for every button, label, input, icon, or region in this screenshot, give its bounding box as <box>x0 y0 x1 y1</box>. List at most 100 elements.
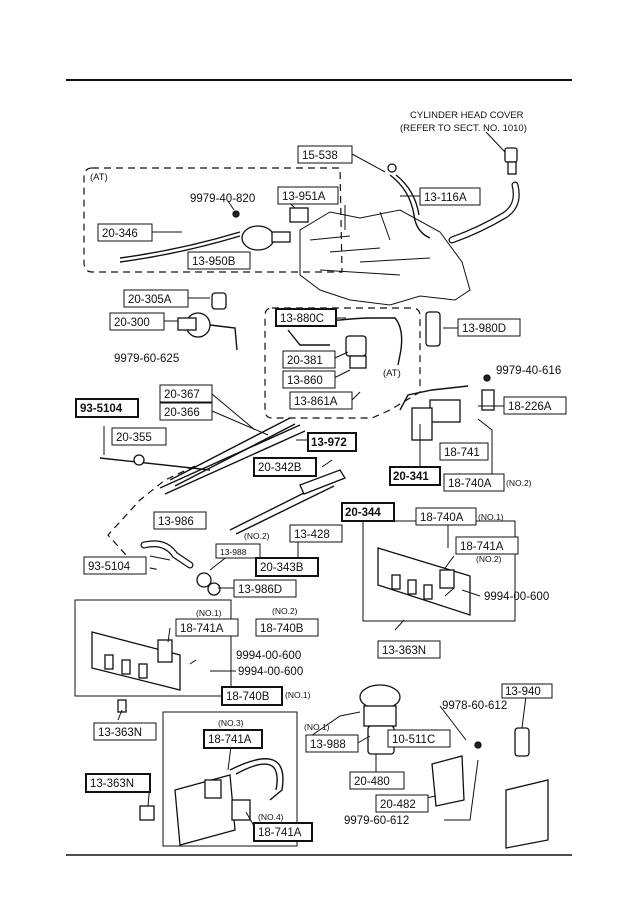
part-label-20-343b[interactable]: 20-343B <box>260 562 304 574</box>
label-box-18-740a-mid <box>415 507 477 526</box>
label-box-18-741a-right <box>455 536 519 555</box>
part-label-9994-00-600-a[interactable]: 9994-00-600 <box>236 650 301 662</box>
head-cover-note-line1: CYLINDER HEAD COVER <box>410 110 524 121</box>
part-label-18-740a-mid[interactable]: 18-740A <box>420 512 464 524</box>
part-label-9979-40-820[interactable]: 9979-40-820 <box>190 193 255 205</box>
label-box-18-741a-no3 <box>203 729 263 749</box>
part-label-18-741a-right[interactable]: 18-741A <box>460 541 504 553</box>
no2-hose-note: (NO.2) <box>244 531 270 541</box>
label-box-20-343b <box>255 557 319 577</box>
label-box-13-988-small <box>215 543 261 559</box>
part-label-13-116a[interactable]: 13-116A <box>424 192 467 204</box>
part-label-9979-40-616[interactable]: 9979-40-616 <box>496 365 561 377</box>
label-box-20-482 <box>375 794 429 813</box>
upper-solenoid <box>119 207 309 263</box>
label-box-20-305a <box>123 289 189 308</box>
label-box-18-741 <box>439 442 489 461</box>
part-label-9994-00-600-right[interactable]: 9994-00-600 <box>484 591 549 603</box>
part-label-20-342b[interactable]: 20-342B <box>258 462 302 474</box>
part-label-18-741a-no4[interactable]: 18-741A <box>258 827 302 839</box>
part-label-9994-00-600-b[interactable]: 9994-00-600 <box>238 666 303 678</box>
engine-sketch <box>299 205 471 306</box>
part-label-20-480[interactable]: 20-480 <box>354 776 390 788</box>
label-box-20-346 <box>97 223 153 242</box>
label-box-10-511c <box>387 729 451 748</box>
at-region-lower <box>264 307 421 419</box>
bracket-drawing-bottom <box>139 758 284 846</box>
part-label-20-355[interactable]: 20-355 <box>116 432 152 444</box>
label-box-13-363n-bot <box>85 773 151 793</box>
part-label-13-988-small[interactable]: 13-988 <box>220 547 247 557</box>
label-box-20-300 <box>109 312 165 331</box>
part-label-9978-60-612[interactable]: 9978-60-612 <box>442 700 507 712</box>
part-label-93-5104-top[interactable]: 93-5104 <box>80 403 123 415</box>
part-label-13-880c[interactable]: 13-880C <box>280 313 324 325</box>
part-label-20-366[interactable]: 20-366 <box>164 407 200 419</box>
purge-valve <box>177 292 238 351</box>
label-box-20-366 <box>159 402 213 421</box>
upper-vacuum-hose <box>387 163 431 239</box>
part-label-13-363n-bot[interactable]: 13-363N <box>90 778 134 790</box>
no3-note: (NO.3) <box>218 718 244 728</box>
label-box-13-951a <box>277 186 339 205</box>
label-box-18-740b-left <box>255 618 319 637</box>
label-box-13-860 <box>282 370 336 389</box>
at-region-upper <box>83 167 343 273</box>
part-label-13-972[interactable]: 13-972 <box>311 437 347 449</box>
label-box-13-363n-left <box>93 722 157 741</box>
label-box-13-861a <box>289 391 353 410</box>
part-label-9979-60-612[interactable]: 9979-60-612 <box>344 815 409 827</box>
part-label-18-741[interactable]: 18-741 <box>444 447 480 459</box>
part-label-13-950b[interactable]: 13-950B <box>192 256 236 268</box>
label-box-18-741a-left <box>175 618 239 637</box>
pipe-bundle <box>99 417 346 535</box>
part-label-13-861a[interactable]: 13-861A <box>294 396 338 408</box>
part-label-18-740b-left[interactable]: 18-740B <box>260 623 304 635</box>
part-note-18-740b-bot: (NO.1) <box>285 690 311 700</box>
part-label-20-367[interactable]: 20-367 <box>164 389 200 401</box>
part-label-13-986[interactable]: 13-986 <box>158 516 194 528</box>
part-label-20-305a[interactable]: 20-305A <box>128 294 172 306</box>
at-lower-label: (AT) <box>383 368 401 379</box>
part-label-13-951a[interactable]: 13-951A <box>282 191 326 203</box>
part-label-18-741a-left[interactable]: 18-741A <box>180 623 224 635</box>
label-box-20-381 <box>282 350 336 369</box>
part-label-13-428[interactable]: 13-428 <box>294 529 330 541</box>
part-label-20-300[interactable]: 20-300 <box>114 317 150 329</box>
part-label-13-363n-left[interactable]: 13-363N <box>98 727 142 739</box>
part-label-10-511c[interactable]: 10-511C <box>392 734 435 746</box>
canister <box>505 727 549 849</box>
part-label-18-226a[interactable]: 18-226A <box>508 401 552 413</box>
part-label-9979-60-625[interactable]: 9979-60-625 <box>114 353 179 365</box>
bracket-box-left <box>74 599 232 697</box>
part-label-13-940[interactable]: 13-940 <box>505 686 541 698</box>
part-label-20-381[interactable]: 20-381 <box>287 355 323 367</box>
label-box-20-355 <box>111 427 167 446</box>
part-note-18-740a-mid: (NO.1) <box>478 512 504 522</box>
part-label-18-740b-bot[interactable]: 18-740B <box>226 691 270 703</box>
part-label-20-346[interactable]: 20-346 <box>102 228 138 240</box>
bracket-drawing-left <box>91 631 181 713</box>
part-label-13-860[interactable]: 13-860 <box>287 375 323 387</box>
label-box-13-972 <box>307 432 357 452</box>
bracket-box-bottom <box>162 711 298 847</box>
air-filter-hose <box>140 540 221 596</box>
label-box-13-880c <box>275 308 337 327</box>
part-label-20-482[interactable]: 20-482 <box>380 799 416 811</box>
no1-left-note: (NO.1) <box>196 608 222 618</box>
part-label-18-740a-top[interactable]: 18-740A <box>448 478 492 490</box>
label-box-18-741a-no4 <box>253 822 313 842</box>
part-label-13-363n-right[interactable]: 13-363N <box>382 645 426 657</box>
part-label-13-988[interactable]: 13-988 <box>310 739 346 751</box>
part-label-18-741a-no3[interactable]: 18-741A <box>208 734 252 746</box>
part-label-13-980d[interactable]: 13-980D <box>462 323 506 335</box>
part-label-20-344[interactable]: 20-344 <box>345 507 381 519</box>
part-label-93-5104-bot[interactable]: 93-5104 <box>88 561 131 573</box>
no4-note: (NO.4) <box>258 812 284 822</box>
part-label-15-538[interactable]: 15-538 <box>302 150 338 162</box>
no2-left-note: (NO.2) <box>272 606 298 616</box>
part-label-20-341[interactable]: 20-341 <box>393 471 429 483</box>
label-box-20-480 <box>349 771 405 790</box>
part-label-13-986d[interactable]: 13-986D <box>238 584 282 596</box>
